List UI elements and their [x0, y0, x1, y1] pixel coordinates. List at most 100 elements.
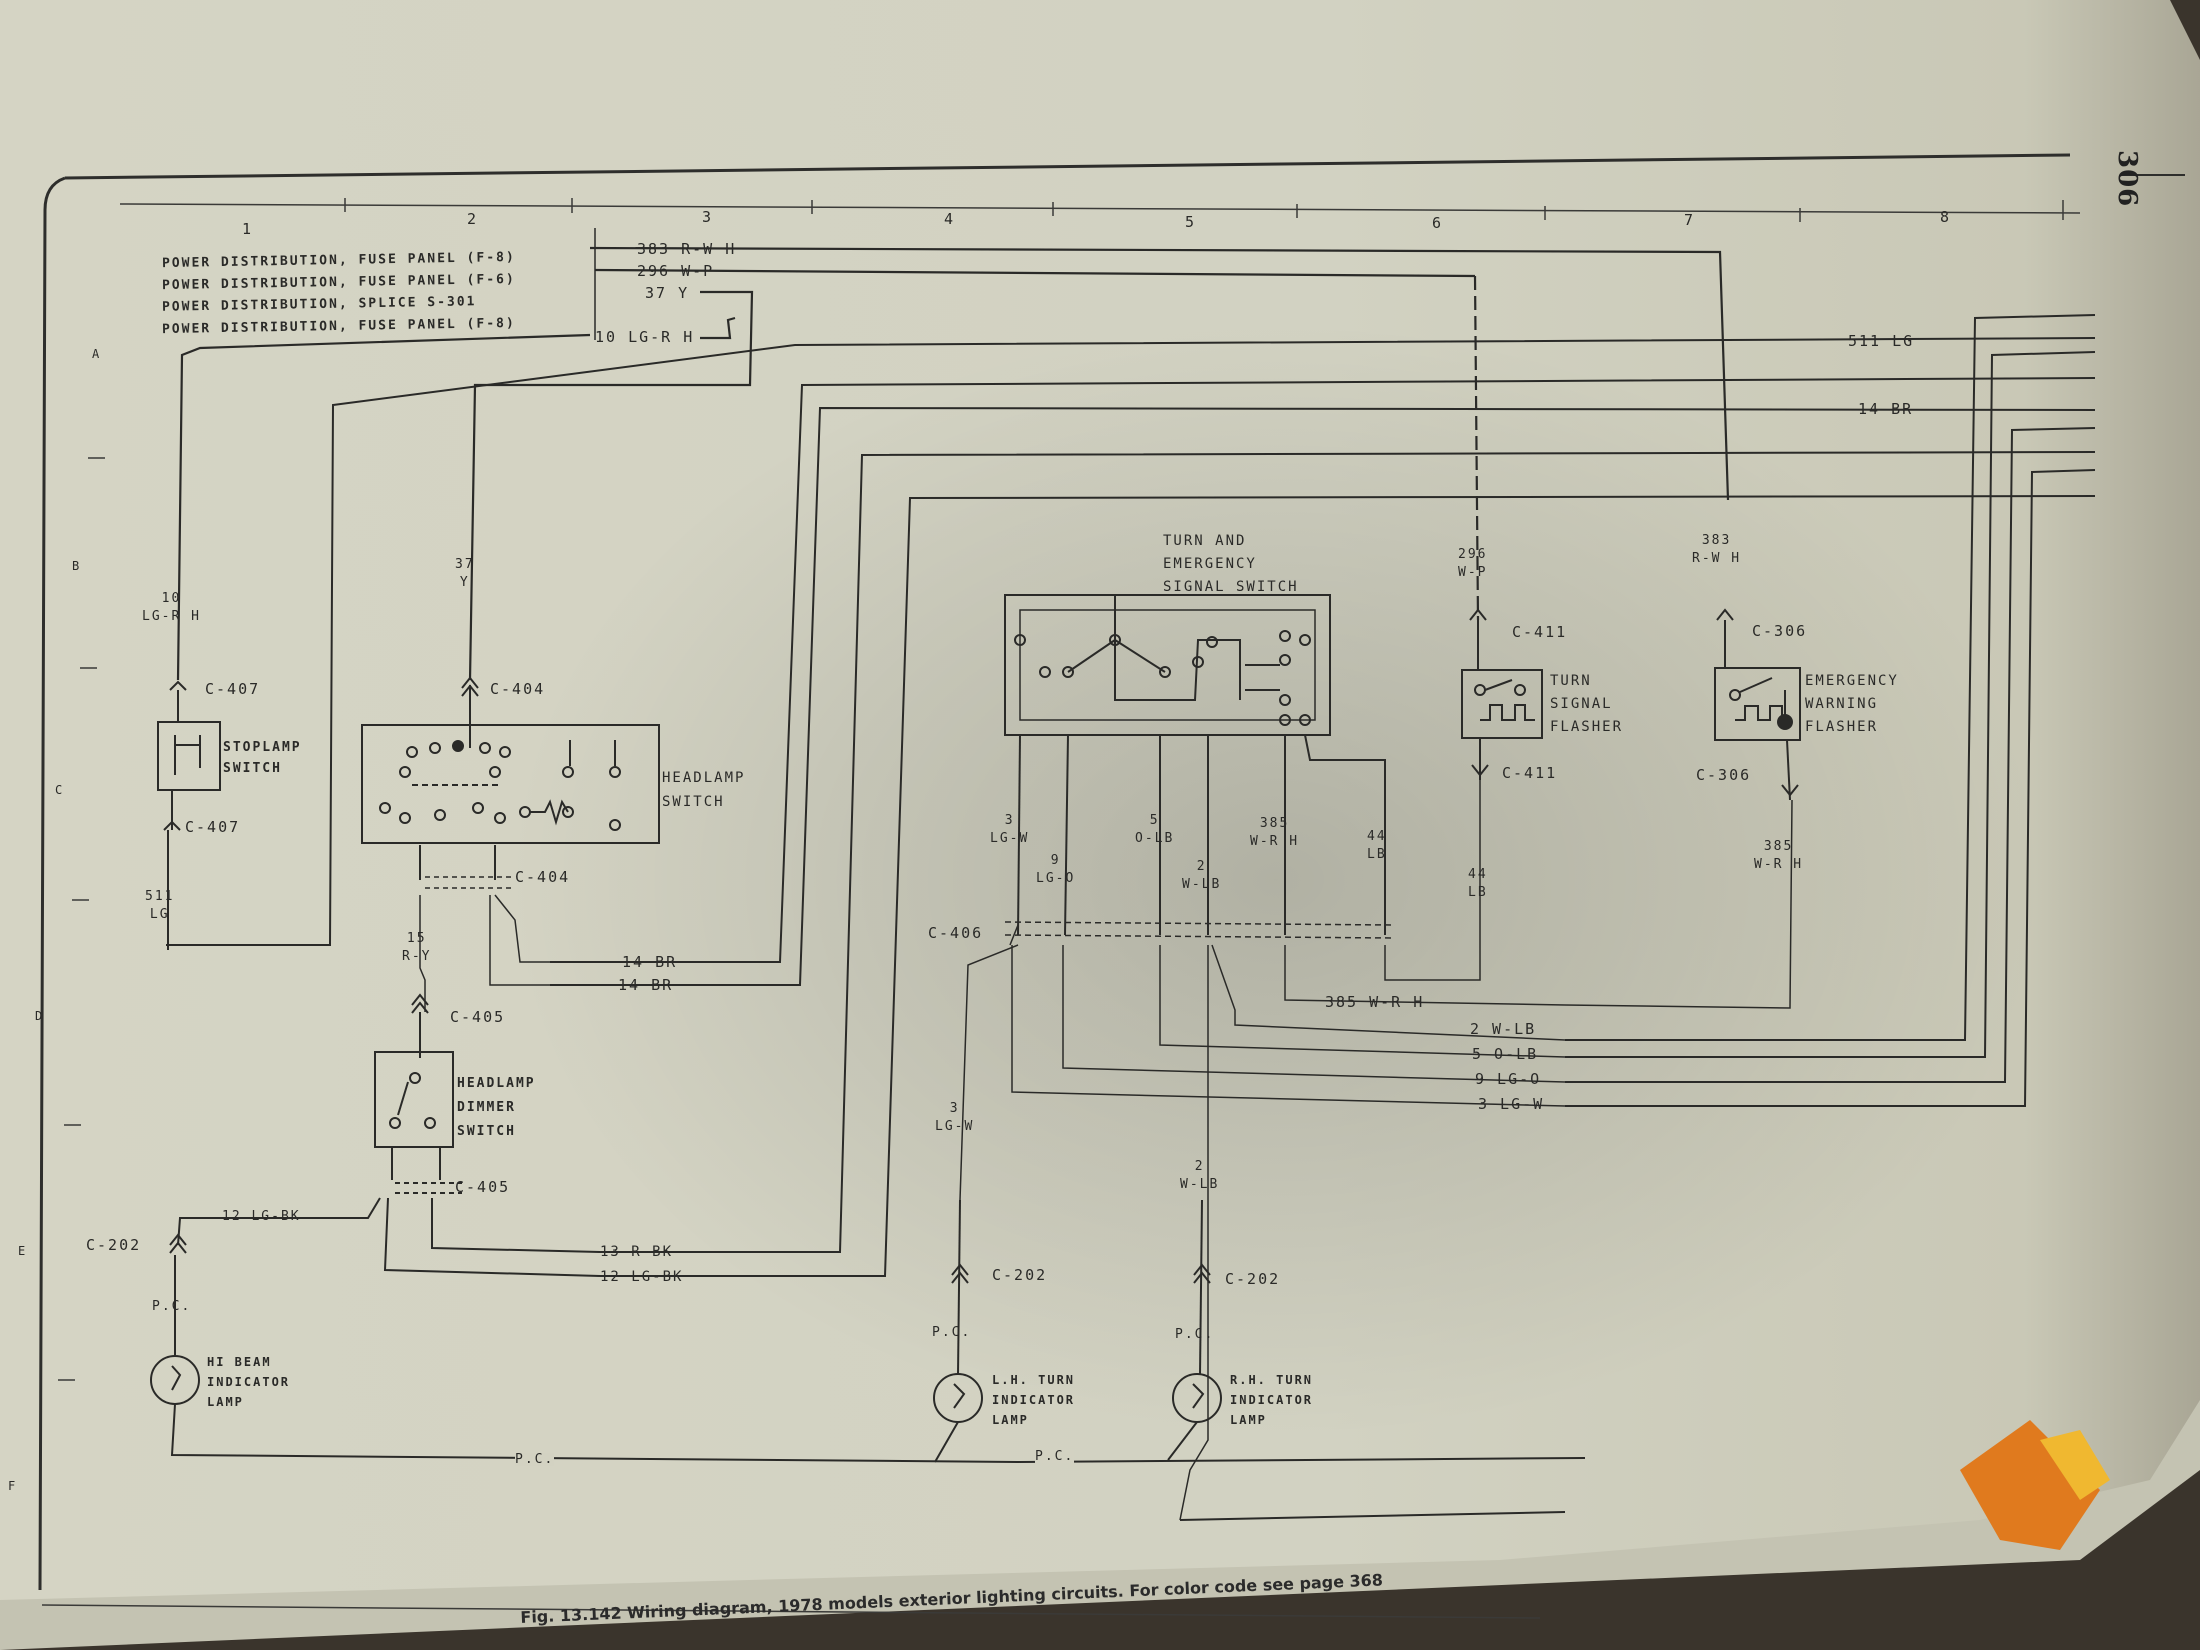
wire-5-olb-return [1565, 351, 2096, 1058]
wire-label-9-horizontal: 9 LG-O [1475, 1070, 1542, 1088]
wire-296-wp-dashed [1473, 275, 1480, 621]
wire-label-385-horizontal: 385 W-R H [1325, 993, 1425, 1011]
lh-turn-lamp-symbol [933, 1199, 983, 1463]
grid-line-bottom [41, 1604, 1541, 1619]
c406-connector-dashes [959, 780, 1793, 1521]
wire-group-returns [166, 314, 2096, 1277]
c306-label-top: C-306 [1752, 622, 1808, 640]
stoplamp-switch-label: STOPLAMP SWITCH [223, 740, 302, 776]
pc-label-hibeam: P.C. [152, 1299, 192, 1314]
grid-row-b: B [72, 559, 82, 573]
headlamp-dimmer-switch-symbol [177, 1012, 601, 1277]
wire-37-y [468, 290, 754, 681]
wire-9-lgo-return [1565, 427, 2096, 1083]
rh-turn-lamp-symbol [1019, 1199, 1586, 1521]
grid-line-top [119, 203, 2081, 214]
headlamp-dimmer-switch-label: HEADLAMP DIMMER SWITCH [457, 1076, 536, 1139]
wire-label-9-lgo-switch: 9 LG-O [1036, 853, 1076, 886]
pc-label-lh: P.C. [932, 1325, 972, 1340]
grid-col-7: 7 [1684, 211, 1696, 229]
border-left [38, 176, 66, 1591]
lh-turn-lamp-label: L.H. TURN INDICATOR LAMP [992, 1373, 1076, 1427]
emergency-warning-flasher-label: EMERGENCY WARNING FLASHER [1805, 673, 1899, 735]
grid-col-6: 6 [1432, 214, 1444, 232]
page-shadow [0, 0, 2200, 1600]
headlamp-switch-symbol [361, 685, 660, 880]
wire-label-44-flasher: 44 LB [1468, 867, 1488, 900]
wire-label-2-horizontal: 2 W-LB [1470, 1020, 1537, 1038]
grid-row-a: A [92, 347, 102, 361]
headlamp-switch-label: HEADLAMP SWITCH [662, 770, 746, 810]
pc-ground-label-2: P.C. [1035, 1449, 1075, 1464]
wire-label-12lgbk-bottom: 12 LG-BK [600, 1269, 684, 1285]
border-top [64, 153, 2071, 180]
wire-label-2-wlb-switch: 2 W-LB [1182, 859, 1222, 892]
rh-turn-lamp-label: R.H. TURN INDICATOR LAMP [1230, 1373, 1314, 1427]
wire-label-296-vertical: 296 W-P [1458, 547, 1488, 580]
hi-beam-lamp-symbol [150, 1255, 1021, 1463]
c411-label-top: C-411 [1512, 623, 1568, 641]
feed-wire-37: 37 Y [645, 284, 690, 302]
grid-col-1: 1 [242, 220, 254, 238]
wire-label-385-switch: 385 W-R H [1250, 816, 1300, 849]
wire-label-3-horizontal: 3 LG-W [1478, 1095, 1545, 1113]
wire-3-lgw-return [1565, 469, 2096, 1107]
turn-emergency-switch-label: TURN AND EMERGENCY SIGNAL SWITCH [1163, 533, 1299, 595]
row-ticks [58, 457, 105, 1381]
wire-label-44-switch: 44 LB [1367, 829, 1387, 862]
wire-label-2-wlb-lower: 2 W-LB [1180, 1159, 1220, 1192]
wire-296-wp-solid [594, 268, 1476, 278]
c404-connector-dashes [419, 876, 630, 1012]
grid-row-f: F [8, 1479, 18, 1493]
feed-wire-296: 296 W-P [637, 262, 715, 280]
wire-2-wlb-return [1565, 314, 2096, 1041]
wire-label-37-vertical: 37 Y [455, 557, 475, 590]
c405-label-bottom: C-405 [455, 1178, 511, 1196]
wire-label-5-horizontal: 5 O-LB [1472, 1045, 1539, 1063]
wire-label-3-lgw-lower: 3 LG-W [935, 1101, 975, 1134]
wire-label-511-left: 511 LG [145, 889, 175, 922]
wire-label-15: 15 R-Y [402, 931, 432, 964]
wire-14-br-a [550, 377, 2096, 963]
wire-383-rwh [589, 246, 1730, 501]
wire-label-511-right: 511 LG [1848, 332, 1915, 350]
wire-label-3-lgw-switch: 3 LG-W [990, 813, 1030, 846]
wire-label-10-vertical: 10 LG-R H [142, 591, 201, 624]
wire-13-rbk [600, 451, 2096, 1253]
page-number: 306 [2112, 150, 2142, 208]
c406-label: C-406 [928, 924, 984, 942]
grid-row-e: E [18, 1244, 28, 1258]
c411-label-bottom: C-411 [1502, 764, 1558, 782]
wire-10-lgrh-tail [700, 316, 736, 340]
hi-beam-lamp-label: HI BEAM INDICATOR LAMP [207, 1355, 291, 1409]
connector-chevrons [169, 608, 1799, 1284]
c407-label-top: C-407 [205, 680, 261, 698]
grid-col-5: 5 [1185, 213, 1197, 231]
pc-ground-label-1: P.C. [515, 1452, 555, 1467]
column-ticks [344, 198, 2064, 222]
wire-label-385-flasher: 385 W-R H [1754, 839, 1804, 872]
c202-label-hibeam: C-202 [86, 1236, 142, 1254]
grid-row-c: C [55, 783, 65, 797]
wire-label-14br-right: 14 BR [1858, 400, 1914, 418]
pc-label-rh: P.C. [1175, 1327, 1215, 1342]
grid-col-3: 3 [702, 208, 714, 226]
wire-label-13rbk: 13 R-BK [600, 1244, 674, 1260]
orange-object [1960, 1420, 2100, 1550]
yellow-object [2040, 1430, 2110, 1500]
wire-14-br-b [550, 406, 2096, 986]
c404-label-bottom: C-404 [515, 868, 571, 886]
c306-label-bottom: C-306 [1696, 766, 1752, 784]
c405-label-top: C-405 [450, 1008, 506, 1026]
wire-label-12lgbk-top: 12 LG-BK [222, 1209, 301, 1224]
stoplamp-switch-symbol [157, 680, 221, 950]
c202-label-rh: C-202 [1225, 1270, 1281, 1288]
wire-511-lg [166, 337, 2096, 946]
feed-wire-383: 383 R-W H [637, 240, 737, 258]
turn-emergency-switch-symbol [1004, 594, 1386, 936]
turn-signal-flasher-label: TURN SIGNAL FLASHER [1550, 673, 1624, 735]
grid-row-d: D [35, 1009, 45, 1023]
wire-label-383-vertical: 383 R-W H [1692, 533, 1742, 566]
